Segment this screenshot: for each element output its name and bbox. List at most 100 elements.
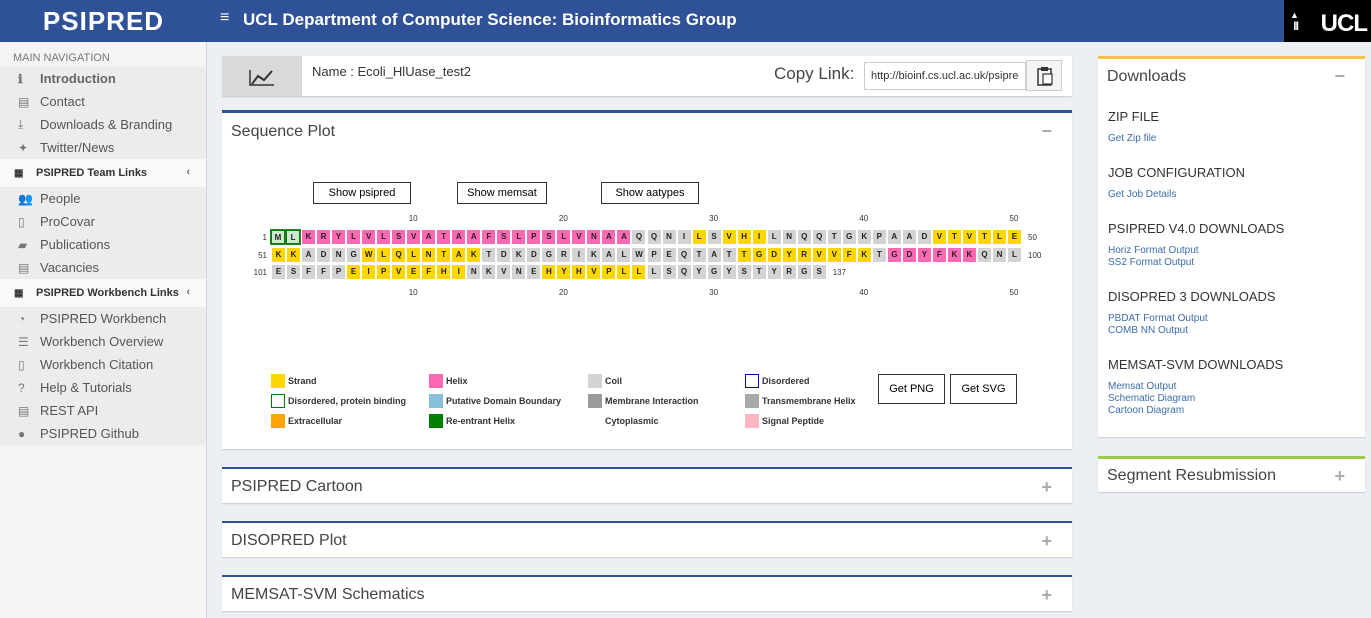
residue[interactable]: F bbox=[841, 248, 856, 262]
residue[interactable]: Q bbox=[811, 230, 826, 244]
residue[interactable]: L bbox=[691, 230, 706, 244]
residue[interactable]: T bbox=[736, 248, 751, 262]
residue[interactable]: K bbox=[856, 230, 871, 244]
residue[interactable]: Y bbox=[556, 265, 571, 279]
residue[interactable]: Q bbox=[646, 230, 661, 244]
copy-link-input[interactable] bbox=[864, 62, 1026, 90]
residue[interactable]: L bbox=[766, 230, 781, 244]
residue[interactable]: G bbox=[751, 248, 766, 262]
residue[interactable]: F bbox=[931, 248, 946, 262]
ucl-logo[interactable]: ▲|||UCL bbox=[1284, 0, 1371, 42]
residue[interactable]: A bbox=[451, 248, 466, 262]
residue[interactable]: Q bbox=[631, 230, 646, 244]
residue[interactable]: G bbox=[841, 230, 856, 244]
download-link[interactable]: COMB NN Output bbox=[1108, 325, 1189, 336]
residue[interactable]: P bbox=[331, 265, 346, 279]
residue[interactable]: N bbox=[781, 230, 796, 244]
psipred-cartoon-panel[interactable]: PSIPRED Cartoon + bbox=[222, 467, 1072, 503]
residue[interactable]: N bbox=[331, 248, 346, 262]
residue[interactable]: D bbox=[526, 248, 541, 262]
residue[interactable]: V bbox=[361, 230, 376, 244]
expand-disopred-icon[interactable]: + bbox=[1041, 531, 1052, 551]
get-png-button[interactable]: Get PNG bbox=[878, 374, 945, 404]
residue[interactable]: K bbox=[961, 248, 976, 262]
download-link[interactable]: SS2 Format Output bbox=[1108, 257, 1195, 268]
sidebar-item-people[interactable]: 👥People bbox=[0, 187, 206, 210]
download-link[interactable]: PBDAT Format Output bbox=[1108, 313, 1208, 324]
residue[interactable]: L bbox=[406, 248, 421, 262]
residue[interactable]: K bbox=[586, 248, 601, 262]
residue[interactable]: R bbox=[796, 248, 811, 262]
residue[interactable]: Y bbox=[766, 265, 781, 279]
residue[interactable]: R bbox=[556, 248, 571, 262]
residue[interactable]: P bbox=[871, 230, 886, 244]
residue[interactable]: L bbox=[511, 230, 526, 244]
residue[interactable]: H bbox=[736, 230, 751, 244]
memsat-schematics-panel[interactable]: MEMSAT-SVM Schematics + bbox=[222, 575, 1072, 611]
residue[interactable]: Y bbox=[691, 265, 706, 279]
residue[interactable]: Y bbox=[721, 265, 736, 279]
residue[interactable]: M bbox=[270, 229, 286, 245]
residue[interactable]: W bbox=[631, 248, 646, 262]
residue[interactable]: A bbox=[451, 230, 466, 244]
psipred-logo[interactable]: PSIPRED bbox=[42, 6, 165, 36]
residue[interactable]: I bbox=[751, 230, 766, 244]
residue[interactable]: Y bbox=[781, 248, 796, 262]
residue[interactable]: V bbox=[406, 230, 421, 244]
residue[interactable]: T bbox=[826, 230, 841, 244]
residue[interactable]: P bbox=[601, 265, 616, 279]
residue[interactable]: T bbox=[871, 248, 886, 262]
residue[interactable]: A bbox=[601, 230, 616, 244]
residue[interactable]: K bbox=[511, 248, 526, 262]
sidebar-item-help-tutorials[interactable]: ?Help & Tutorials bbox=[0, 376, 206, 399]
residue[interactable]: V bbox=[961, 230, 976, 244]
residue[interactable]: Q bbox=[976, 248, 991, 262]
residue[interactable]: N bbox=[661, 230, 676, 244]
sidebar-item-procovar[interactable]: ▯ProCovar bbox=[0, 210, 206, 233]
residue[interactable]: Q bbox=[391, 248, 406, 262]
sidebar-item-downloads-branding[interactable]: ⤓Downloads & Branding bbox=[0, 113, 206, 136]
collapse-sequence-plot-icon[interactable]: − bbox=[1041, 121, 1052, 141]
residue[interactable]: P bbox=[526, 230, 541, 244]
residue[interactable]: N bbox=[991, 248, 1006, 262]
residue[interactable]: L bbox=[631, 265, 646, 279]
residue[interactable]: S bbox=[661, 265, 676, 279]
residue[interactable]: L bbox=[1006, 248, 1021, 262]
residue[interactable]: R bbox=[316, 230, 331, 244]
residue[interactable]: A bbox=[301, 248, 316, 262]
residue[interactable]: I bbox=[451, 265, 466, 279]
residue[interactable]: T bbox=[976, 230, 991, 244]
residue[interactable]: Q bbox=[676, 265, 691, 279]
residue[interactable]: T bbox=[691, 248, 706, 262]
residue[interactable]: L bbox=[991, 230, 1006, 244]
download-link[interactable]: Horiz Format Output bbox=[1108, 245, 1199, 256]
residue[interactable]: G bbox=[706, 265, 721, 279]
residue[interactable]: L bbox=[616, 265, 631, 279]
residue[interactable]: K bbox=[481, 265, 496, 279]
residue[interactable]: K bbox=[856, 248, 871, 262]
workbench-links-toggle[interactable]: ▦PSIPRED Workbench Links‹ bbox=[0, 279, 206, 307]
get-svg-button[interactable]: Get SVG bbox=[950, 374, 1017, 404]
residue[interactable]: L bbox=[285, 229, 302, 245]
residue[interactable]: G bbox=[796, 265, 811, 279]
residue[interactable]: I bbox=[676, 230, 691, 244]
download-link[interactable]: Schematic Diagram bbox=[1108, 393, 1196, 404]
residue[interactable]: F bbox=[481, 230, 496, 244]
residue[interactable]: Y bbox=[916, 248, 931, 262]
residue[interactable]: I bbox=[361, 265, 376, 279]
residue[interactable]: G bbox=[541, 248, 556, 262]
residue[interactable]: S bbox=[811, 265, 826, 279]
sidebar-item-workbench-overview[interactable]: ☰Workbench Overview bbox=[0, 330, 206, 353]
residue[interactable]: Q bbox=[796, 230, 811, 244]
residue[interactable]: K bbox=[301, 230, 316, 244]
residue[interactable]: D bbox=[496, 248, 511, 262]
residue[interactable]: G bbox=[346, 248, 361, 262]
sidebar-item-publications[interactable]: ▰Publications bbox=[0, 233, 206, 256]
sidebar-item-workbench-citation[interactable]: ▯Workbench Citation bbox=[0, 353, 206, 376]
residue[interactable]: E bbox=[526, 265, 541, 279]
residue[interactable]: S bbox=[391, 230, 406, 244]
collapse-downloads-icon[interactable]: − bbox=[1334, 66, 1345, 86]
download-link[interactable]: Cartoon Diagram bbox=[1108, 405, 1185, 416]
residue[interactable]: V bbox=[826, 248, 841, 262]
residue[interactable]: N bbox=[586, 230, 601, 244]
